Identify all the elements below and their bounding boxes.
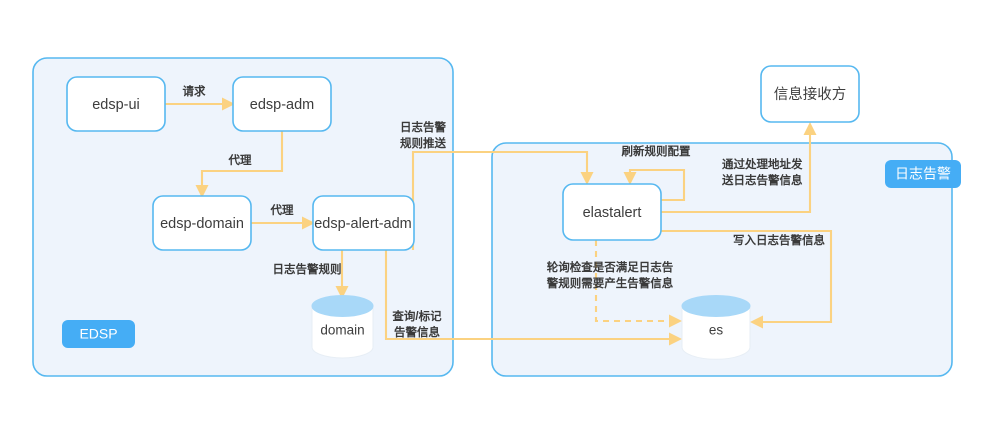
node-edsp-domain[interactable]: edsp-domain: [152, 195, 252, 251]
badge-log-alert-rect: [885, 160, 961, 188]
edge-alertadm-to-domaindb: [335, 250, 349, 299]
badge-edsp: EDSP: [62, 320, 135, 348]
datastore-es-body: [681, 305, 751, 360]
edge-label-query-mark-line2: 告警信息: [394, 325, 440, 339]
edge-label-poll-line1: 轮询检查是否满足日志告: [547, 260, 674, 274]
datastore-domain-top: [311, 295, 374, 317]
node-edsp-alert-adm[interactable]: edsp-alert-adm: [312, 195, 415, 251]
node-receiver-label: 信息接收方: [774, 86, 847, 103]
node-elastalert-label: elastalert: [583, 205, 642, 221]
node-elastalert[interactable]: elastalert: [562, 183, 662, 241]
edge-label-query-mark-line1: 查询/标记: [391, 309, 442, 323]
node-edsp-adm-label: edsp-adm: [250, 97, 314, 113]
edge-elastalert-to-receiver: [660, 122, 817, 214]
node-elastalert-box: [562, 183, 662, 241]
node-edsp-ui-box: [66, 76, 166, 132]
edge-label-request: 请求: [183, 84, 206, 98]
node-edsp-ui-label: edsp-ui: [92, 97, 140, 113]
datastore-domain-label: domain: [320, 323, 364, 338]
edge-label-rule-push-line1: 日志告警: [400, 120, 446, 134]
edge-label-rule-push-line2: 规则推送: [400, 136, 446, 150]
badge-edsp-label: EDSP: [79, 326, 117, 342]
datastore-es[interactable]: es: [681, 295, 751, 360]
badge-edsp-rect: [62, 320, 135, 348]
datastore-domain[interactable]: domain: [311, 295, 374, 359]
edge-label-send-to-receiver-line2: 送日志告警信息: [721, 173, 803, 187]
badge-log-alert-label: 日志告警: [895, 166, 951, 182]
edge-elastalert-poll-es: [594, 240, 682, 328]
edge-label-refresh-rule-config: 刷新规则配置: [622, 144, 691, 158]
node-edsp-alert-adm-box: [312, 195, 415, 251]
edge-adm-to-domain: [195, 131, 284, 198]
node-edsp-alert-adm-label: edsp-alert-adm: [314, 216, 412, 232]
edge-label-write-log-alert: 写入日志告警信息: [733, 233, 825, 247]
edge-label-log-alert-rule: 日志告警规则: [273, 262, 342, 276]
node-edsp-domain-label: edsp-domain: [160, 216, 244, 232]
node-edsp-ui[interactable]: edsp-ui: [66, 76, 166, 132]
edge-elastalert-self: [623, 168, 686, 202]
datastore-es-label: es: [709, 323, 724, 338]
node-receiver[interactable]: 信息接收方: [760, 65, 860, 123]
edge-alertadm-query-es: [384, 250, 682, 346]
edge-ui-to-adm: [165, 97, 235, 111]
edge-label-proxy-1: 代理: [228, 153, 252, 167]
edge-label-poll-line2: 警规则需要产生告警信息: [546, 276, 674, 290]
edge-domain-to-alertadm: [251, 216, 315, 230]
node-receiver-box: [760, 65, 860, 123]
node-edsp-adm-box: [232, 76, 332, 132]
datastore-domain-body: [311, 305, 374, 359]
node-edsp-domain-box: [152, 195, 252, 251]
edge-label-send-to-receiver-line1: 通过处理地址发: [722, 157, 803, 171]
edge-label-proxy-2: 代理: [270, 203, 294, 217]
node-edsp-adm[interactable]: edsp-adm: [232, 76, 332, 132]
edge-elastalert-to-es: [660, 229, 833, 329]
badge-log-alert: 日志告警: [885, 160, 961, 188]
datastore-es-top: [681, 295, 751, 317]
